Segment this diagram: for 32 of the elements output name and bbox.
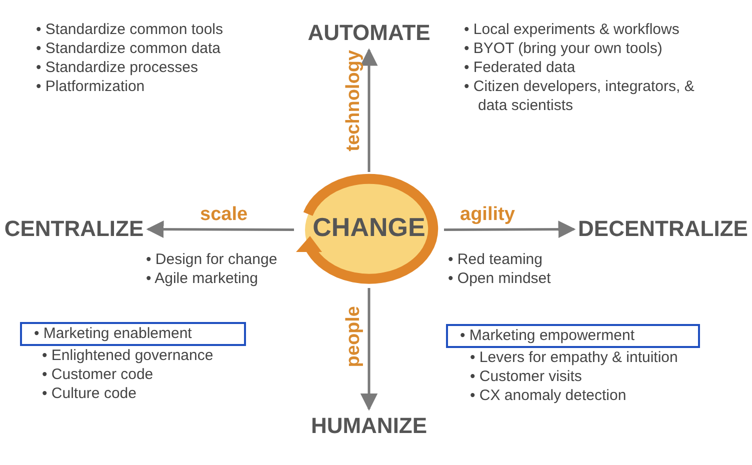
axis-pole-label: AUTOMATE <box>294 20 444 46</box>
bullet-item: • Federated data <box>464 58 576 77</box>
bullet-item: • CX anomaly detection <box>470 386 628 405</box>
edge-label: scale <box>200 204 248 226</box>
edge-label: technology <box>343 50 365 151</box>
bullet-item: • Enlightened governance <box>42 346 214 365</box>
highlight-box: • Marketing enablement <box>20 322 246 346</box>
bullet-item: • Local experiments & workflows <box>464 20 680 39</box>
bullet-item: • Standardize common tools <box>36 20 224 39</box>
axis-arrow <box>444 220 576 238</box>
axis-pole-label: HUMANIZE <box>294 413 444 439</box>
edge-label: agility <box>460 204 515 226</box>
edge-label: people <box>343 306 365 367</box>
highlight-box: • Marketing empowerment <box>446 324 700 348</box>
bullet-item: • BYOT (bring your own tools) <box>464 39 664 58</box>
axis-pole-label: DECENTRALIZE <box>578 216 748 242</box>
bullet-item: • Culture code <box>42 384 138 403</box>
bullet-item: • Standardize processes <box>36 58 200 77</box>
bullet-item: • Citizen developers, integrators, & data scientists <box>464 77 696 115</box>
bullet-item: • Red teaming <box>448 250 544 269</box>
axis-pole-label: CENTRALIZE <box>4 216 144 242</box>
bullet-item: • Agile marketing <box>146 269 259 288</box>
axis-arrow <box>146 220 294 238</box>
bullet-item: • Open mindset <box>448 269 552 288</box>
bullet-item: • Customer code <box>42 365 154 384</box>
bullet-item: • Customer visits <box>470 367 583 386</box>
axis-arrow <box>360 48 378 172</box>
axis-arrow <box>360 288 378 411</box>
bullet-item: • Levers for empathy & intuition <box>470 348 679 367</box>
bullet-item: • Design for change <box>146 250 278 269</box>
bullet-item: • Standardize common data <box>36 39 222 58</box>
bullet-item: • Platformization <box>36 77 146 96</box>
